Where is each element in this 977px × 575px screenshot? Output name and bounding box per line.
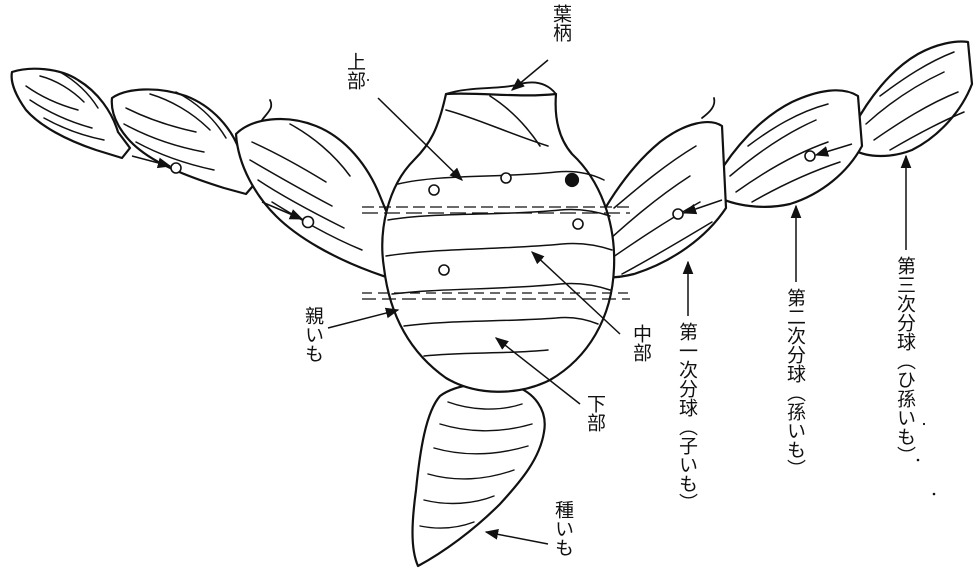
mother-corm-arrow	[328, 307, 400, 328]
seed-corm-label: 種いも	[551, 500, 574, 557]
right-first-arrow	[682, 200, 722, 215]
middle-arrow	[531, 251, 620, 334]
petiole-label: 葉柄	[549, 4, 572, 42]
third-cormel-label: 第三次分球（ひ孫いも）	[893, 256, 916, 465]
seed-corm-arrow	[484, 529, 548, 544]
left-first-arrow	[262, 202, 304, 219]
left-second-arrow	[132, 156, 172, 169]
left-second-cormel	[112, 89, 258, 194]
right-second-cormel	[716, 90, 862, 206]
lower-part-label: 下部	[583, 394, 606, 432]
left-third-cormel	[12, 69, 130, 158]
second-cormel-label: 第二次分球（孫いも）	[783, 288, 806, 478]
mother-corm-label: 親いも	[301, 306, 324, 363]
seed-corm-shape	[413, 383, 545, 566]
middle-part-label: 中部	[629, 324, 652, 362]
division-lines	[362, 207, 630, 299]
print-specks	[367, 79, 936, 496]
right-second-arrow	[814, 144, 852, 157]
lower-arrow	[494, 337, 580, 404]
upper-part-label: 上部	[343, 52, 366, 90]
right-third-cormel	[854, 42, 972, 157]
first-cormel-label: 第一次分球（子いも）	[675, 322, 698, 512]
mother-corm-shape	[382, 82, 614, 391]
petiole-arrow	[510, 60, 548, 91]
upper-arrow	[378, 98, 463, 181]
